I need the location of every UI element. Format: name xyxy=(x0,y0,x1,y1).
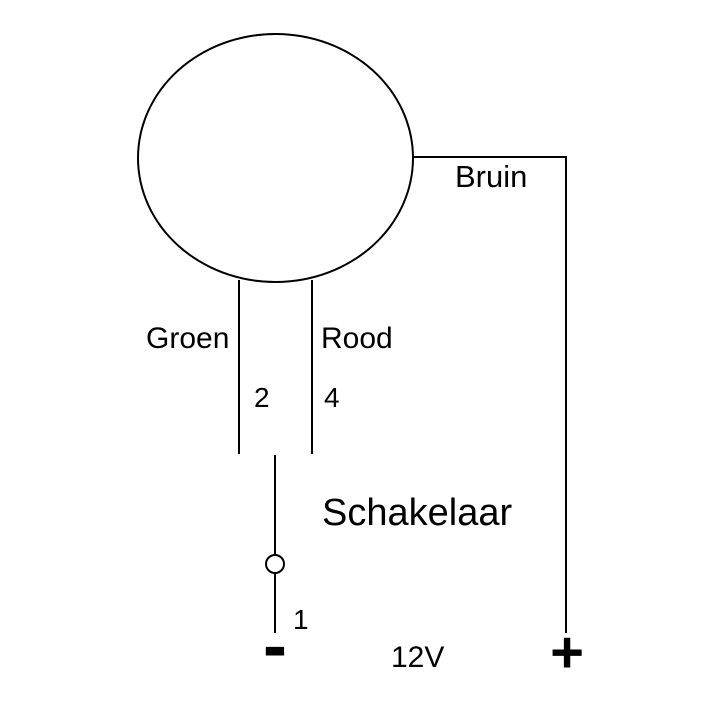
wire-switch-lower xyxy=(274,574,276,633)
label-groen: Groen xyxy=(146,322,230,355)
pin-number-4: 4 xyxy=(324,382,340,413)
pin-number-2: 2 xyxy=(254,382,270,413)
positive-terminal-symbol: + xyxy=(550,619,584,685)
wire-bruin-vertical xyxy=(565,156,567,633)
wire-rood xyxy=(311,280,313,454)
wire-switch-upper xyxy=(274,455,276,554)
device-circle xyxy=(137,33,414,283)
wire-groen xyxy=(238,280,240,454)
label-bruin: Bruin xyxy=(455,159,528,194)
label-supply-voltage: 12V xyxy=(391,641,445,674)
wire-bruin-horizontal xyxy=(412,156,567,158)
label-rood: Rood xyxy=(321,322,393,355)
pin-number-1: 1 xyxy=(293,604,309,635)
negative-terminal-symbol: - xyxy=(263,606,287,686)
switch-contact-circle xyxy=(265,554,285,574)
label-schakelaar: Schakelaar xyxy=(322,492,513,534)
